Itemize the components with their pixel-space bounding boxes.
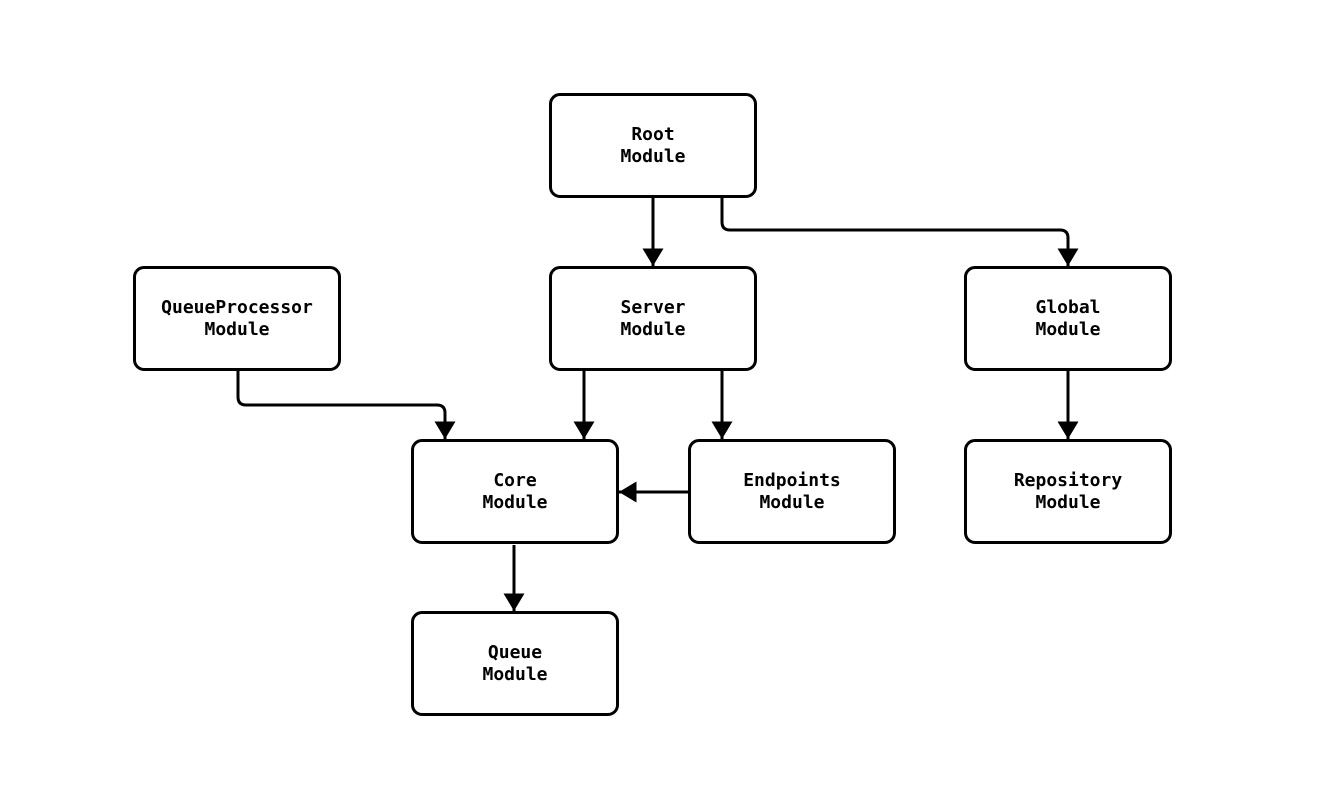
node-label: Server Module bbox=[620, 296, 686, 340]
node-repository-module: Repository Module bbox=[964, 439, 1172, 544]
node-root-module: Root Module bbox=[549, 93, 757, 198]
node-label: QueueProcessor Module bbox=[161, 296, 313, 340]
node-label: Core Module bbox=[482, 469, 548, 513]
node-queueprocessor-module: QueueProcessor Module bbox=[133, 266, 341, 371]
node-queue-module: Queue Module bbox=[411, 611, 619, 716]
node-label: Repository Module bbox=[1013, 469, 1123, 513]
edge-queueprocessor-to-core bbox=[236, 371, 456, 439]
edge-root-to-global bbox=[720, 198, 1079, 266]
node-global-module: Global Module bbox=[964, 266, 1172, 371]
node-core-module: Core Module bbox=[411, 439, 619, 544]
node-label: Endpoints Module bbox=[743, 469, 841, 513]
node-label: Global Module bbox=[1035, 296, 1101, 340]
node-server-module: Server Module bbox=[549, 266, 757, 371]
node-label: Queue Module bbox=[482, 641, 548, 685]
node-label: Root Module bbox=[620, 123, 686, 167]
node-endpoints-module: Endpoints Module bbox=[688, 439, 896, 544]
